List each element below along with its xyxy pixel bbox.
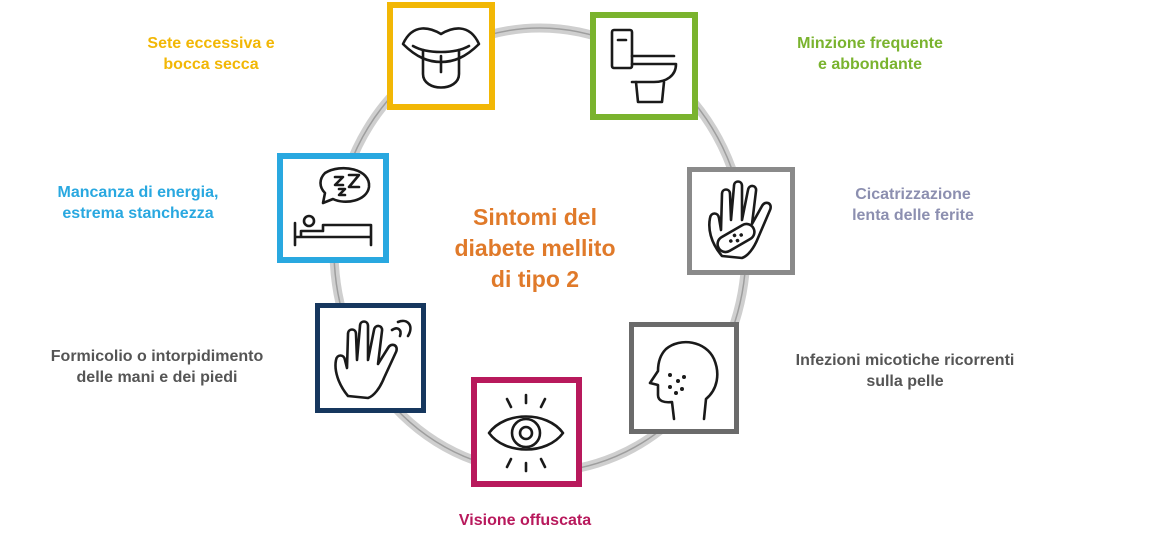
title-line: diabete mellito [454,235,616,261]
urination-label-line: e abbondante [817,56,922,73]
vision-label: Visione offuscata [430,510,620,531]
fungal-label-line: Infezioni micotiche ricorrenti [795,352,1015,369]
fungal-label-line: sulla pelle [866,373,944,390]
fatigue-label-line: Mancanza di energia, [57,184,219,201]
healing-symptom-box [687,167,795,275]
fatigue-label: Mancanza di energia, estrema stanchezza [28,182,248,224]
eye-icon [487,393,565,473]
urination-symptom-box [590,12,698,120]
tingling-label-line: Formicolio o intorpidimento [50,348,264,365]
tingling-hand-icon [334,319,412,400]
sleeping-bed-icon [293,166,373,247]
toilet-icon [610,28,678,104]
vision-label-line: Visione offuscata [458,512,592,529]
hand-bandage-icon [708,180,772,260]
fatigue-symptom-box [277,153,389,263]
mouth-tongue-icon [401,27,481,89]
thirst-label-line: bocca secca [163,56,259,73]
healing-label: Cicatrizzazione lenta delle ferite [828,184,998,226]
fungal-label: Infezioni micotiche ricorrenti sulla pel… [770,350,1040,392]
title-line: di tipo 2 [490,266,580,292]
diagram-title: Sintomi del diabete mellito di tipo 2 [420,202,650,295]
tingling-symptom-box [315,303,426,413]
fungal-symptom-box [629,322,739,434]
vision-symptom-box [471,377,582,487]
fatigue-label-line: estrema stanchezza [62,205,214,222]
healing-label-line: lenta delle ferite [852,207,974,224]
thirst-symptom-box [387,2,495,110]
urination-label: Minzione frequente e abbondante [775,33,965,75]
title-line: Sintomi del [473,204,597,230]
healing-label-line: Cicatrizzazione [855,186,971,203]
head-profile-icon [648,340,719,421]
tingling-label: Formicolio o intorpidimento delle mani e… [22,346,292,388]
tingling-label-line: delle mani e dei piedi [76,369,238,386]
urination-label-line: Minzione frequente [797,35,943,52]
thirst-label-line: Sete eccessiva e [147,35,275,52]
thirst-label: Sete eccessiva e bocca secca [126,33,296,75]
